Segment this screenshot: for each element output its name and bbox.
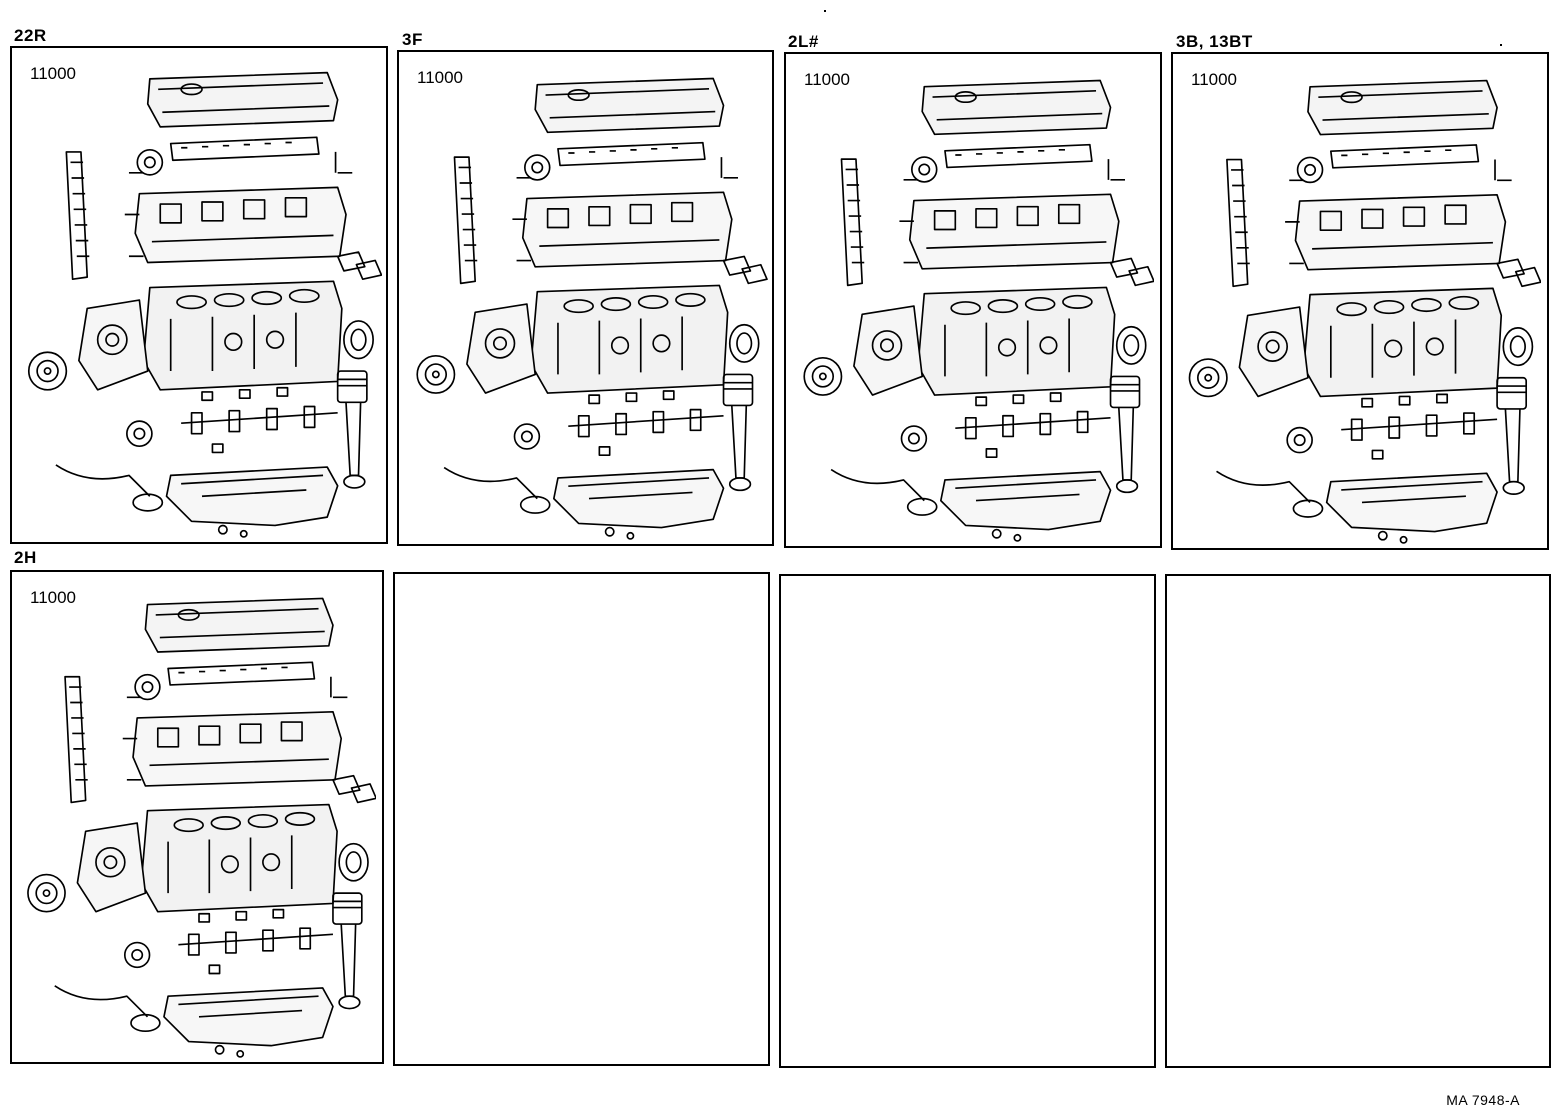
engine-label-22r: 22R xyxy=(14,26,47,45)
engine-illustration xyxy=(22,584,376,1058)
part-number: 11000 xyxy=(804,70,851,89)
engine-label-3b-13bt: 3B, 13BT xyxy=(1176,32,1253,51)
panel-3b-13bt[interactable]: 11000 xyxy=(1171,52,1549,550)
panel-22r[interactable]: 11000 xyxy=(10,46,388,544)
speck xyxy=(824,10,826,12)
panel-empty-3 xyxy=(1165,574,1551,1068)
speck xyxy=(1500,44,1502,46)
engine-illustration xyxy=(1183,66,1541,544)
engine-illustration xyxy=(798,66,1154,542)
engine-label-2l: 2L# xyxy=(788,32,819,51)
engine-illustration xyxy=(22,58,382,538)
part-number: 11000 xyxy=(417,68,464,87)
part-number: 11000 xyxy=(1191,70,1238,89)
panel-empty-1 xyxy=(393,572,770,1066)
reference-code: MA 7948-A xyxy=(1446,1092,1520,1108)
panel-2h[interactable]: 11000 xyxy=(10,570,384,1064)
engine-label-3f: 3F xyxy=(402,30,423,49)
panel-empty-2 xyxy=(779,574,1156,1068)
panel-3f[interactable]: 11000 xyxy=(397,50,774,546)
part-number: 11000 xyxy=(30,588,77,607)
part-number: 11000 xyxy=(30,64,77,83)
panel-2l[interactable]: 11000 xyxy=(784,52,1162,548)
engine-illustration xyxy=(409,64,769,540)
engine-label-2h: 2H xyxy=(14,548,37,567)
